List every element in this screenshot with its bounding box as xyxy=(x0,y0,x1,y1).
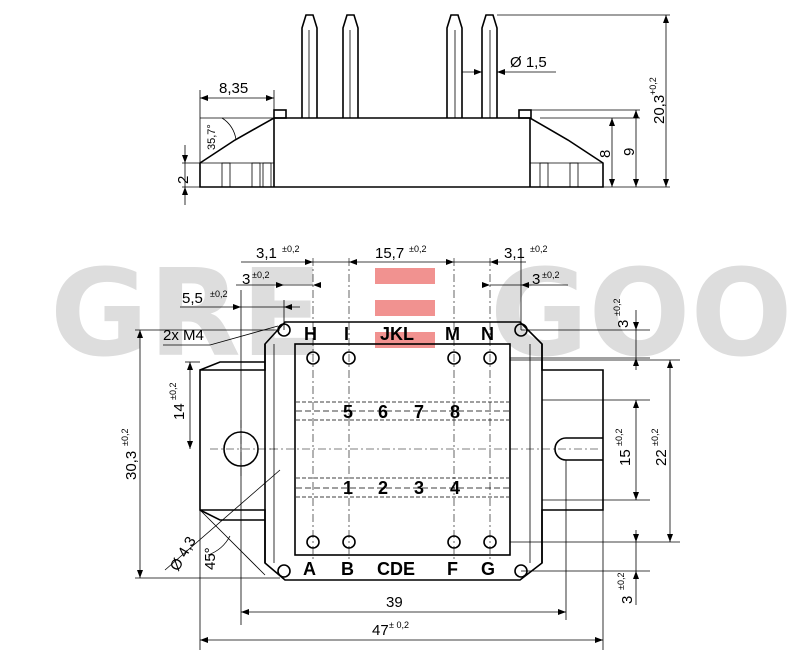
pin-hole-M xyxy=(447,351,461,365)
dim-15-tol: ±0,2 xyxy=(614,429,624,446)
pin-label-A: A xyxy=(303,559,316,579)
dim-3-right-bottom-tol: ±0,2 xyxy=(616,573,626,590)
corner-hole-bl xyxy=(277,564,291,578)
side-view-slot-4 xyxy=(539,162,549,188)
dim-5-5-tol: ±0,2 xyxy=(210,289,227,299)
dim-angle-35-7: 35,7° xyxy=(206,124,218,150)
dim-3-right: 3 xyxy=(532,271,540,288)
dim-3-1-left-tol: ±0,2 xyxy=(282,244,299,254)
dim-47-tol: ± 0,2 xyxy=(389,620,409,630)
watermark-left: GRE xyxy=(50,245,323,384)
pin-hole-N xyxy=(483,351,497,365)
dim-30-3: 30,3 xyxy=(123,451,140,480)
dim-3-left-tol: ±0,2 xyxy=(252,270,269,280)
pin-label-N: N xyxy=(481,324,494,344)
side-view-slot-1 xyxy=(221,162,231,188)
pin-hole-I xyxy=(342,351,356,365)
watermark-right: GOO xyxy=(490,245,793,384)
pin-label-G: G xyxy=(481,559,495,579)
front-view: H I JKL M N A B CDE F G 5 6 7 8 1 2 3 4 … xyxy=(120,244,680,650)
cell-label-1: 1 xyxy=(343,478,353,498)
dim-8-35: 8,35 xyxy=(219,80,248,97)
dim-39: 39 xyxy=(386,594,403,611)
dim-22-tol: ±0,2 xyxy=(650,429,660,446)
pin-label-B: B xyxy=(341,559,354,579)
pin-label-I: I xyxy=(344,324,349,344)
dim-pin-diameter: Ø 1,5 xyxy=(510,54,547,71)
dim-20-3: 20,3 xyxy=(651,95,668,124)
dim-3-right-bottom: 3 xyxy=(619,596,636,604)
dim-15: 15 xyxy=(617,449,634,466)
pin-label-H: H xyxy=(304,324,317,344)
dim-9: 9 xyxy=(621,148,638,156)
side-view-body xyxy=(199,117,604,188)
side-pin-3 xyxy=(446,14,463,118)
dim-3-right-top-tol: ±0,2 xyxy=(612,299,622,316)
dim-3-right-top: 3 xyxy=(615,320,632,328)
dim-2: 2 xyxy=(175,176,192,184)
side-pin-2 xyxy=(342,14,359,118)
dim-angle-45: 45° xyxy=(202,547,219,570)
side-view-slot-2 xyxy=(251,162,261,188)
front-view-inner-rect xyxy=(294,343,511,556)
watermark-bar-1 xyxy=(375,268,435,284)
cell-label-5: 5 xyxy=(343,402,353,422)
side-view-slot-5 xyxy=(569,162,579,188)
dim-22: 22 xyxy=(653,449,670,466)
pin-label-F: F xyxy=(447,559,458,579)
pin-label-CDE: CDE xyxy=(377,559,415,579)
watermark-bar-2 xyxy=(375,300,435,316)
pin-hole-H xyxy=(306,351,320,365)
front-view-slot xyxy=(554,437,603,461)
dim-14: 14 xyxy=(171,403,188,420)
dim-3-1-right: 3,1 xyxy=(504,245,525,262)
dim-3-1-left: 3,1 xyxy=(256,245,277,262)
pin-label-JKL: JKL xyxy=(380,324,414,344)
dim-5-5: 5,5 xyxy=(182,290,203,307)
cell-label-3: 3 xyxy=(414,478,424,498)
watermark: GRE GOO xyxy=(50,245,793,384)
side-view-slot-3 xyxy=(262,162,272,188)
cell-label-6: 6 xyxy=(378,402,388,422)
dim-15-7: 15,7 xyxy=(375,245,404,262)
dim-diameter-4-3: Ø 4,3 xyxy=(167,534,200,574)
cell-label-7: 7 xyxy=(414,402,424,422)
cell-label-4: 4 xyxy=(450,478,460,498)
dim-15-7-tol: ±0,2 xyxy=(409,244,426,254)
side-pin-1 xyxy=(301,14,318,118)
label-2x-m4: 2x M4 xyxy=(163,327,204,344)
dim-3-right-tol: ±0,2 xyxy=(542,270,559,280)
cell-label-8: 8 xyxy=(450,402,460,422)
side-pin-4 xyxy=(481,14,498,118)
cell-label-2: 2 xyxy=(378,478,388,498)
dim-8: 8 xyxy=(597,150,614,158)
dim-20-3-tol: +0,2 xyxy=(648,77,658,95)
side-view: 8,35 35,7° 2 Ø 1,5 8 9 20,3 xyxy=(175,14,670,205)
dim-3-left: 3 xyxy=(242,271,250,288)
dim-14-tol: ±0,2 xyxy=(168,383,178,400)
dim-3-1-right-tol: ±0,2 xyxy=(530,244,547,254)
side-view-tab-right xyxy=(518,109,532,119)
pin-label-M: M xyxy=(445,324,460,344)
dim-30-3-tol: ±0,2 xyxy=(120,429,130,446)
side-view-tab-left xyxy=(273,109,287,119)
dim-47: 47 xyxy=(372,622,389,639)
